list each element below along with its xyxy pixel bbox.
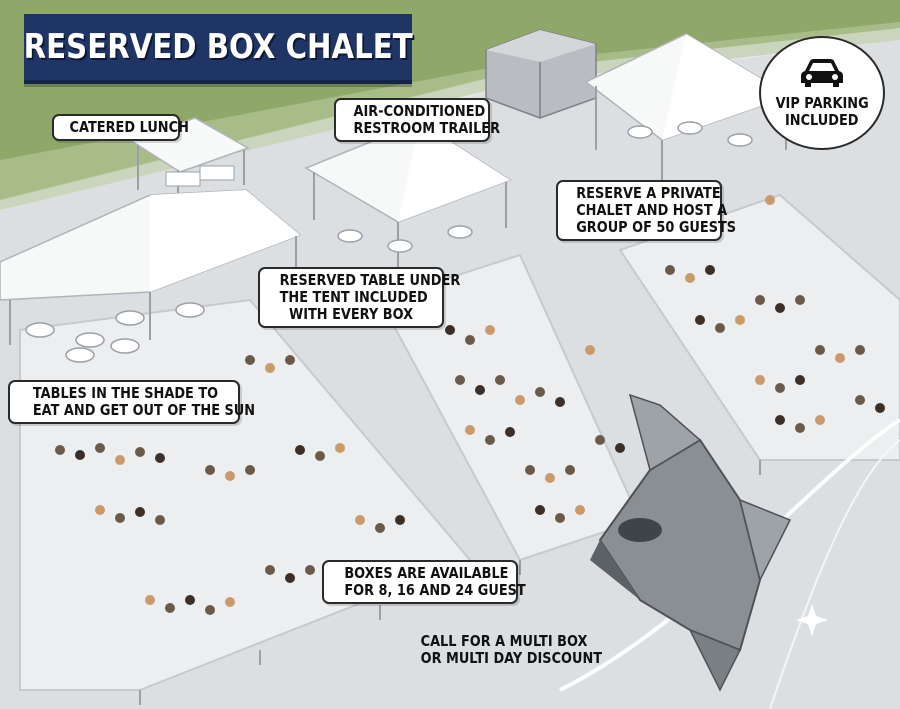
callout-discount: CALL FOR A MULTI BOX OR MULTI DAY DISCOU… (420, 632, 603, 667)
callout-shade-tables: TABLES IN THE SHADE TO EAT AND GET OUT O… (8, 380, 255, 424)
car-icon (801, 59, 843, 87)
sparkle (796, 604, 828, 636)
tent-left (0, 189, 302, 345)
tent-center (304, 121, 512, 268)
tent-right (584, 33, 792, 185)
crowd (55, 195, 885, 615)
callout-private-chalet: RESERVE A PRIVATE CHALET AND HOST A GROU… (556, 180, 736, 241)
callout-reserved-table: RESERVED TABLE UNDER THE TENT INCLUDED W… (258, 267, 460, 328)
callout-catered-lunch: CATERED LUNCH (52, 114, 189, 141)
callout-vip-parking: VIP PARKING INCLUDED (759, 36, 885, 150)
seating-pad-right (618, 193, 900, 461)
jet-illustration (590, 393, 792, 692)
round-tables (25, 121, 753, 363)
page-title: RESERVED BOX CHALET (23, 27, 413, 67)
callout-box-sizes: BOXES ARE AVAILABLE FOR 8, 16 AND 24 GUE… (322, 560, 526, 604)
title-banner: RESERVED BOX CHALET (23, 14, 413, 84)
callout-restroom-trailer: AIR-CONDITIONED RESTROOM TRAILER (334, 98, 500, 142)
